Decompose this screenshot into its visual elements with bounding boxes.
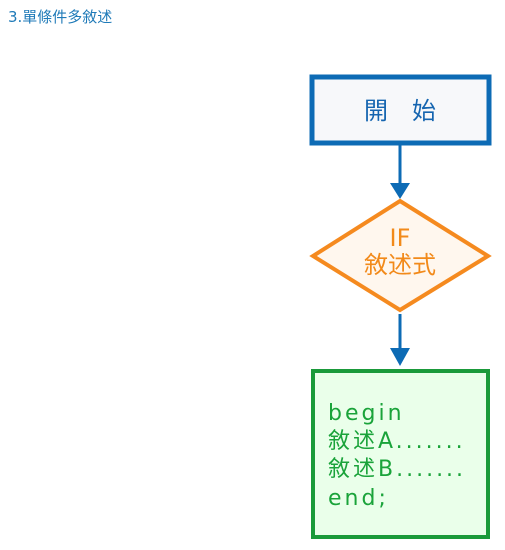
condition-node: IF 敘述式: [309, 198, 492, 313]
arrow-head: [390, 183, 410, 199]
condition-diamond: [309, 198, 492, 313]
arrow-condition-to-block: [390, 314, 410, 366]
statement-line-begin: begin: [328, 401, 405, 426]
arrow-head: [390, 348, 410, 366]
page-heading: 3.單條件多敘述: [8, 8, 113, 26]
condition-line-1: IF: [390, 224, 411, 252]
start-label: 開 始: [364, 97, 436, 125]
statement-line-end: end;: [328, 486, 389, 511]
start-node: 開 始: [309, 74, 492, 146]
arrow-start-to-condition: [390, 144, 410, 199]
statement-box: [311, 369, 490, 539]
condition-line-2: 敘述式: [364, 251, 436, 279]
statement-line-b: 敘述B.......: [328, 457, 466, 482]
start-box: [309, 74, 492, 146]
statement-line-a: 敘述A.......: [328, 429, 466, 454]
statement-block: begin 敘述A....... 敘述B....... end;: [311, 369, 490, 539]
